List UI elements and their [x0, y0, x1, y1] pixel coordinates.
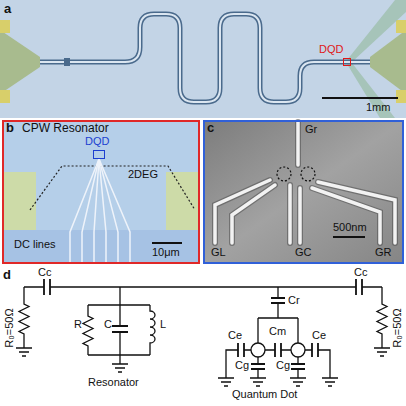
- scale-label: 10μm: [152, 246, 180, 258]
- dot-symbol: [251, 343, 265, 357]
- circuit-schematic: [16, 279, 390, 386]
- panel-letter: a: [4, 2, 11, 16]
- capacitor-symbol: [44, 279, 362, 295]
- inductor-label: L: [160, 318, 166, 330]
- scale-label: 1mm: [366, 101, 390, 113]
- capacitor-label: Cg: [235, 359, 249, 371]
- dqd-label: DQD: [85, 135, 109, 147]
- zoom-view: [2, 120, 200, 264]
- capacitor-label: Cm: [269, 325, 286, 337]
- capacitor-label: C: [104, 318, 112, 330]
- panel-letter: d: [3, 268, 11, 282]
- region-label: DC lines: [14, 238, 56, 250]
- dqd-marker-box: DQD: [93, 150, 105, 159]
- capacitor-symbol: [112, 326, 128, 332]
- micrograph-panel: a 1mm DQD: [0, 0, 406, 118]
- dot-marker: [277, 167, 291, 181]
- resistor-label: R₀=50Ω: [3, 308, 15, 347]
- panel-letter: b: [6, 121, 14, 135]
- capacitor-label: Cr: [288, 294, 300, 306]
- gate-label: GC: [295, 246, 312, 258]
- dc-line-fan: [70, 159, 130, 264]
- scale-bar: [333, 236, 365, 238]
- capacitor-label: Ce: [228, 329, 242, 341]
- sem-panel: c GrGL GC GR 500nm: [203, 120, 404, 264]
- scale-label: 500nm: [333, 221, 367, 233]
- gate-label: GL: [211, 246, 226, 258]
- chip-micrograph: [0, 0, 406, 118]
- dqd-marker-box: DQD: [343, 58, 351, 66]
- scale-bar: [152, 242, 182, 244]
- gate-label: GR: [375, 246, 392, 258]
- gate-label: Gr: [305, 123, 317, 135]
- resistor-symbol: [83, 312, 93, 348]
- resistor-label: R: [74, 318, 82, 330]
- 2deg-outline: [30, 166, 195, 210]
- panel-title: CPW Resonator: [22, 122, 109, 135]
- capacitor-label: Cc: [38, 266, 51, 278]
- dqd-label: DQD: [319, 43, 343, 55]
- capacitor-label: Cc: [354, 266, 367, 278]
- sem-image: [203, 120, 404, 264]
- zoom-panel: b CPW Resonator 2DEG DC lines 10μm DQD: [2, 120, 200, 264]
- group-label: Resonator: [88, 376, 139, 388]
- dot-marker: [301, 167, 315, 181]
- capacitor-label: Ce: [312, 329, 326, 341]
- group-label: Quantum Dot: [232, 388, 297, 400]
- resistor-label: R₀=50Ω: [391, 308, 403, 347]
- region-label: 2DEG: [128, 168, 158, 180]
- scale-bar: [322, 97, 398, 99]
- panel-letter: c: [207, 121, 214, 135]
- resistor-symbol: [19, 300, 29, 336]
- dot-symbol: [291, 343, 305, 357]
- inductor-symbol: [150, 305, 155, 355]
- resistor-symbol: [377, 300, 387, 336]
- capacitor-label: Cg: [276, 359, 290, 371]
